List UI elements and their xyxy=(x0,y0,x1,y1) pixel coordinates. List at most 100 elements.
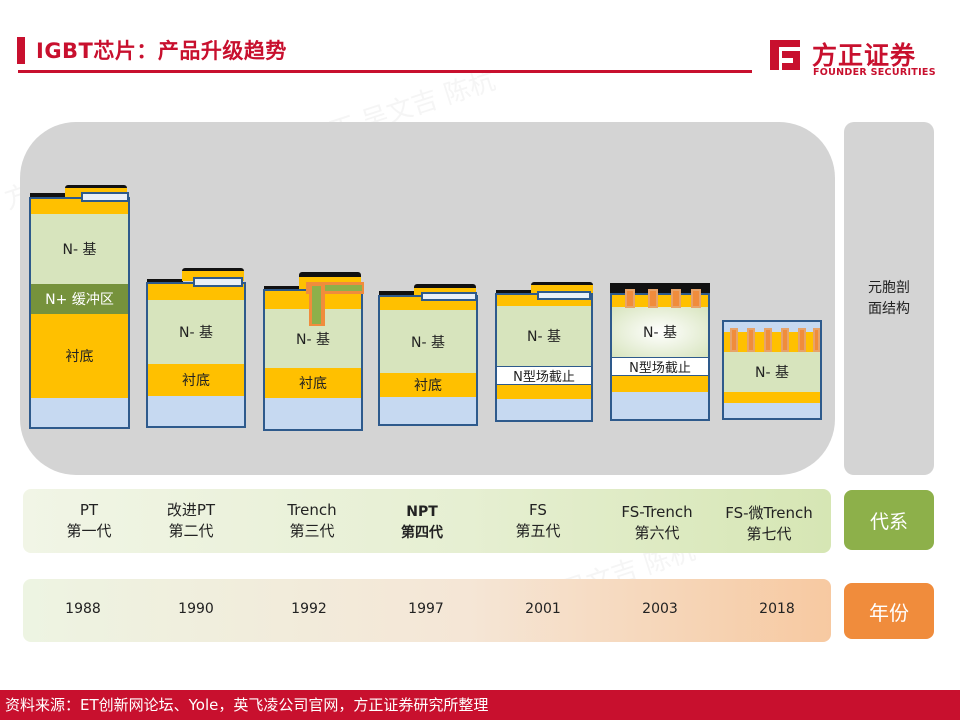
year-7: 2018 xyxy=(759,601,795,617)
generation-number: 第四代 xyxy=(401,525,443,541)
generation-5: FS 第五代 xyxy=(478,500,598,542)
gate-electrode xyxy=(193,277,243,287)
year-3: 1992 xyxy=(291,601,327,617)
micro-trench-gate xyxy=(730,328,738,352)
p-body-layer xyxy=(31,199,128,214)
generation-number: 第三代 xyxy=(289,522,335,540)
generation-1: PT 第一代 xyxy=(29,500,149,542)
micro-trench-gate xyxy=(764,328,772,352)
generation-4: NPT 第四代 xyxy=(362,502,482,544)
chip-body: N- 基 N+ 缓冲区 衬底 xyxy=(29,197,130,429)
substrate-layer: 衬底 xyxy=(148,364,244,396)
generation-number: 第一代 xyxy=(66,522,112,540)
side-label-line2: 面结构 xyxy=(868,301,910,317)
generation-name: NPT xyxy=(406,504,438,520)
logo-text-en: FOUNDER SECURITIES xyxy=(813,67,936,78)
gate-metal xyxy=(299,272,361,280)
collector-layer xyxy=(148,396,244,426)
p-body-layer xyxy=(497,295,591,306)
year-5: 2001 xyxy=(525,601,561,617)
year-band xyxy=(23,579,831,642)
emitter-metal xyxy=(496,290,532,295)
collector-layer xyxy=(724,403,820,418)
generation-name: FS xyxy=(529,501,547,519)
n-base-layer: N- 基 xyxy=(497,306,591,366)
p-body-layer xyxy=(148,284,244,300)
micro-trench-gate xyxy=(781,328,789,352)
n-base-layer: N- 基 xyxy=(724,352,820,392)
year-2: 1990 xyxy=(178,601,214,617)
micro-trench-gate xyxy=(813,328,820,352)
field-stop-layer: N型场截止 xyxy=(612,357,708,376)
generation-number: 第二代 xyxy=(168,522,214,540)
trench-gate-fill xyxy=(309,285,362,291)
generation-number: 第六代 xyxy=(634,524,680,542)
collector-layer xyxy=(497,399,591,420)
micro-trench-gate xyxy=(747,328,755,352)
n-base-layer: N- 基 xyxy=(148,300,244,364)
generation-7: FS-微Trench 第七代 xyxy=(709,503,829,545)
field-stop-layer: N型场截止 xyxy=(497,366,591,385)
n-base-layer: N- 基 xyxy=(265,309,361,368)
collector-layer xyxy=(612,392,708,419)
emitter-metal xyxy=(610,283,710,293)
generation-tag: 代系 xyxy=(844,490,934,550)
generation-number: 第七代 xyxy=(746,525,792,543)
generation-3: Trench 第三代 xyxy=(252,500,372,542)
trench-gate-poly xyxy=(312,286,321,324)
gate-electrode xyxy=(421,292,477,301)
logo-text-cn: 方正证券 xyxy=(812,41,917,70)
n-plus-buffer-layer: N+ 缓冲区 xyxy=(31,284,128,314)
page-title: IGBT芯片：产品升级趋势 xyxy=(36,39,287,63)
year-tag: 年份 xyxy=(844,583,934,639)
generation-name: 改进PT xyxy=(166,501,216,519)
side-label: 元胞剖 面结构 xyxy=(844,278,934,320)
year-1: 1988 xyxy=(65,601,101,617)
substrate-layer: 衬底 xyxy=(31,314,128,398)
generation-number: 第五代 xyxy=(515,522,561,540)
gate-oxide xyxy=(531,285,593,295)
generation-2: 改进PT 第二代 xyxy=(131,500,251,542)
p-body-layer xyxy=(612,295,708,307)
gate-oxide xyxy=(182,271,244,281)
chip-body: N- 基 衬底 xyxy=(263,289,363,431)
generation-name: FS-微Trench xyxy=(725,504,813,522)
trench-gate xyxy=(671,289,681,308)
year-6: 2003 xyxy=(642,601,678,617)
collector-layer xyxy=(265,398,361,429)
micro-trench-gate xyxy=(798,328,806,352)
founder-logo-icon xyxy=(770,40,800,70)
emitter-metal xyxy=(379,291,415,296)
emitter-metal xyxy=(264,286,300,291)
gate-electrode xyxy=(81,192,129,202)
n-base-layer: N- 基 xyxy=(612,307,708,357)
generation-name: Trench xyxy=(287,501,337,519)
substrate-layer: 衬底 xyxy=(265,368,361,398)
generation-6: FS-Trench 第六代 xyxy=(597,502,717,544)
chip-body: N- 基 衬底 xyxy=(378,295,478,426)
year-4: 1997 xyxy=(408,601,444,617)
chip-body: N- 基 衬底 xyxy=(146,282,246,428)
chip-body: N- 基 N型场截止 xyxy=(610,293,710,421)
p-collector-layer xyxy=(612,376,708,392)
substrate-layer: 衬底 xyxy=(380,373,476,397)
generation-name: PT xyxy=(79,501,99,519)
title-accent-bar xyxy=(17,37,25,64)
chip-body: N- 基 N型场截止 xyxy=(495,293,593,422)
collector-layer xyxy=(380,397,476,424)
top-metal-layer xyxy=(724,322,820,332)
p-collector-layer xyxy=(497,385,591,399)
trench-gate xyxy=(691,289,701,308)
footer-bar xyxy=(0,690,960,720)
gate-electrode xyxy=(537,291,591,300)
emitter-metal xyxy=(30,193,66,199)
trench-gate xyxy=(625,289,635,308)
side-label-panel xyxy=(844,122,934,475)
n-base-layer: N- 基 xyxy=(31,214,128,284)
p-collector-layer xyxy=(724,392,820,403)
source-note: 资料来源：ET创新网论坛、Yole，英飞凌公司官网，方正证券研究所整理 xyxy=(5,696,489,714)
collector-layer xyxy=(31,398,128,427)
title-rule xyxy=(18,70,752,73)
emitter-metal xyxy=(147,279,183,284)
generation-band xyxy=(23,489,831,553)
